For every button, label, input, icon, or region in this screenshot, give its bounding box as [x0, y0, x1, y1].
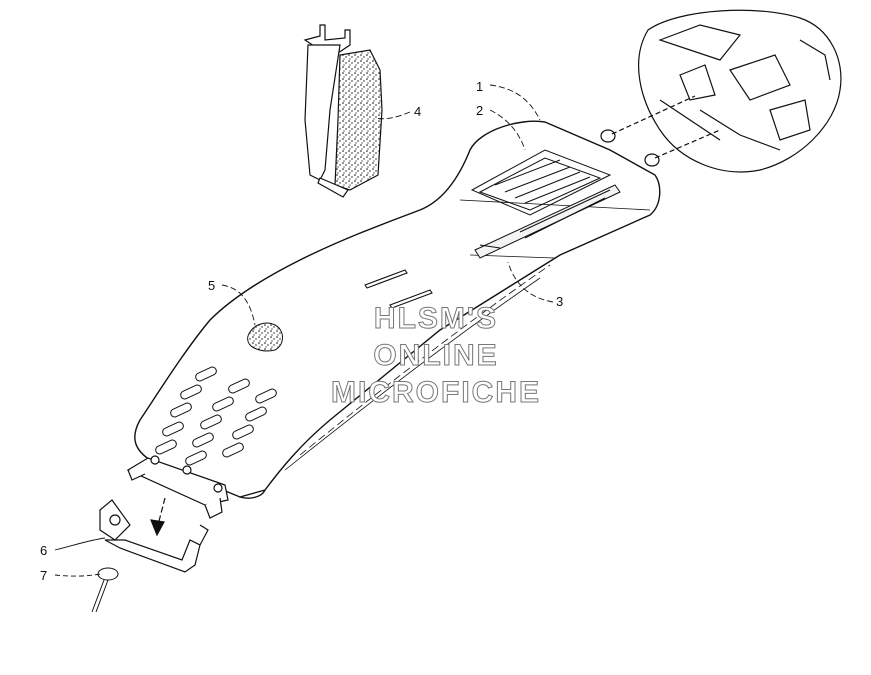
engine-assembly	[600, 9, 842, 173]
snow-flap	[303, 24, 383, 198]
assembly-arrow	[150, 497, 166, 537]
vent-slots	[155, 366, 277, 466]
decal-strip	[474, 184, 621, 259]
callout-3: 3	[556, 294, 563, 309]
callout-7: 7	[40, 568, 47, 583]
watermark-line-2: ONLINE	[373, 339, 498, 372]
callout-1: 1	[476, 79, 483, 94]
watermark-line-3: MICROFICHE	[331, 376, 541, 409]
decal-panel	[470, 149, 612, 216]
hinge-bracket	[126, 455, 229, 519]
callout-6: 6	[40, 543, 47, 558]
watermark-line-1: HLSM'S	[374, 302, 498, 335]
callout-leaders	[54, 84, 554, 577]
skid-plate	[134, 120, 661, 499]
callout-4: 4	[414, 104, 421, 119]
callout-5: 5	[208, 278, 215, 293]
front-bracket	[99, 499, 209, 573]
slot-marks	[364, 269, 433, 309]
callout-2: 2	[476, 103, 483, 118]
grommet	[247, 322, 283, 352]
watermark: HLSM'S ONLINE MICROFICHE	[331, 302, 541, 410]
